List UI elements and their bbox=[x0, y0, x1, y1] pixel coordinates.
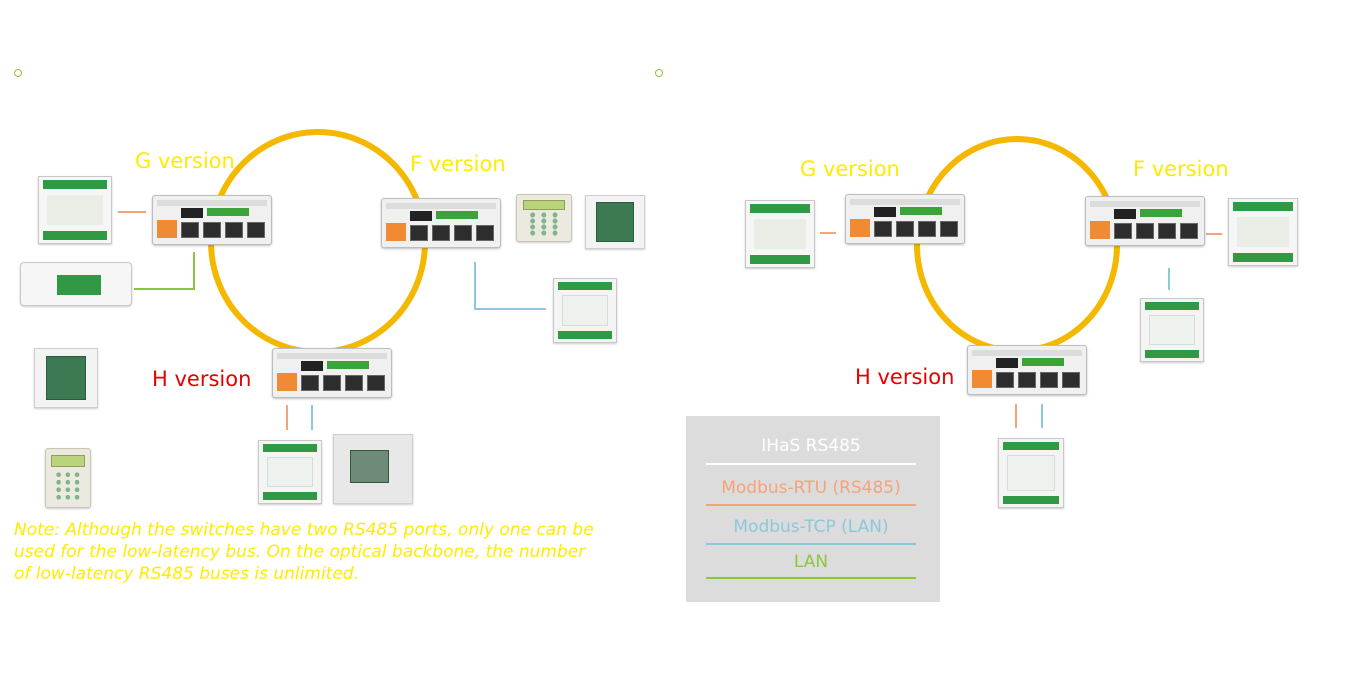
io-module-left bbox=[38, 176, 112, 244]
control-board-left-2 bbox=[585, 195, 645, 249]
switch-f-left bbox=[381, 198, 501, 248]
legend-line-ihas bbox=[706, 463, 916, 465]
switch-h-right bbox=[967, 345, 1087, 395]
meter-module-left-1 bbox=[553, 278, 617, 343]
h-version-label-left: H version bbox=[152, 367, 252, 391]
lan-line-gateway-left bbox=[134, 252, 195, 290]
legend-box: IHaS RS485 Modbus-RTU (RS485) Modbus-TCP… bbox=[686, 416, 940, 602]
switch-f-right bbox=[1085, 196, 1205, 246]
gateway-device-left bbox=[20, 262, 132, 306]
legend-label-rtu: Modbus-RTU (RS485) bbox=[721, 478, 901, 498]
legend-line-tcp bbox=[706, 543, 916, 545]
meter-module-right-1 bbox=[1140, 298, 1204, 362]
bullet-left bbox=[14, 69, 22, 77]
g-version-label-left: G version bbox=[135, 149, 235, 173]
io-module-right-1 bbox=[745, 200, 815, 268]
legend-line-lan bbox=[706, 577, 916, 579]
note-text: Note: Although the switches have two RS4… bbox=[14, 520, 594, 585]
bullet-right bbox=[655, 69, 663, 77]
tcp-line-f-meter-left bbox=[474, 262, 546, 310]
legend-label-lan: LAN bbox=[793, 552, 829, 572]
keypad-left-top-right bbox=[516, 194, 572, 242]
switch-h-left bbox=[272, 348, 392, 398]
switch-g-left bbox=[152, 195, 272, 245]
f-version-label-right: F version bbox=[1133, 157, 1229, 181]
g-version-label-right: G version bbox=[800, 157, 900, 181]
control-board-left-1 bbox=[34, 348, 98, 408]
io-module-right-2 bbox=[1228, 198, 1298, 266]
legend-label-tcp: Modbus-TCP (LAN) bbox=[733, 517, 889, 537]
h-version-label-right: H version bbox=[855, 365, 955, 389]
legend-label-ihas: IHaS RS485 bbox=[761, 436, 861, 456]
control-cabinet-left bbox=[333, 434, 413, 504]
switch-g-right bbox=[845, 194, 965, 244]
f-version-label-left: F version bbox=[410, 152, 506, 176]
legend-line-rtu bbox=[706, 504, 916, 506]
keypad-left-bottom bbox=[45, 448, 91, 508]
meter-module-left-2 bbox=[258, 440, 322, 504]
meter-module-right-2 bbox=[998, 438, 1064, 508]
